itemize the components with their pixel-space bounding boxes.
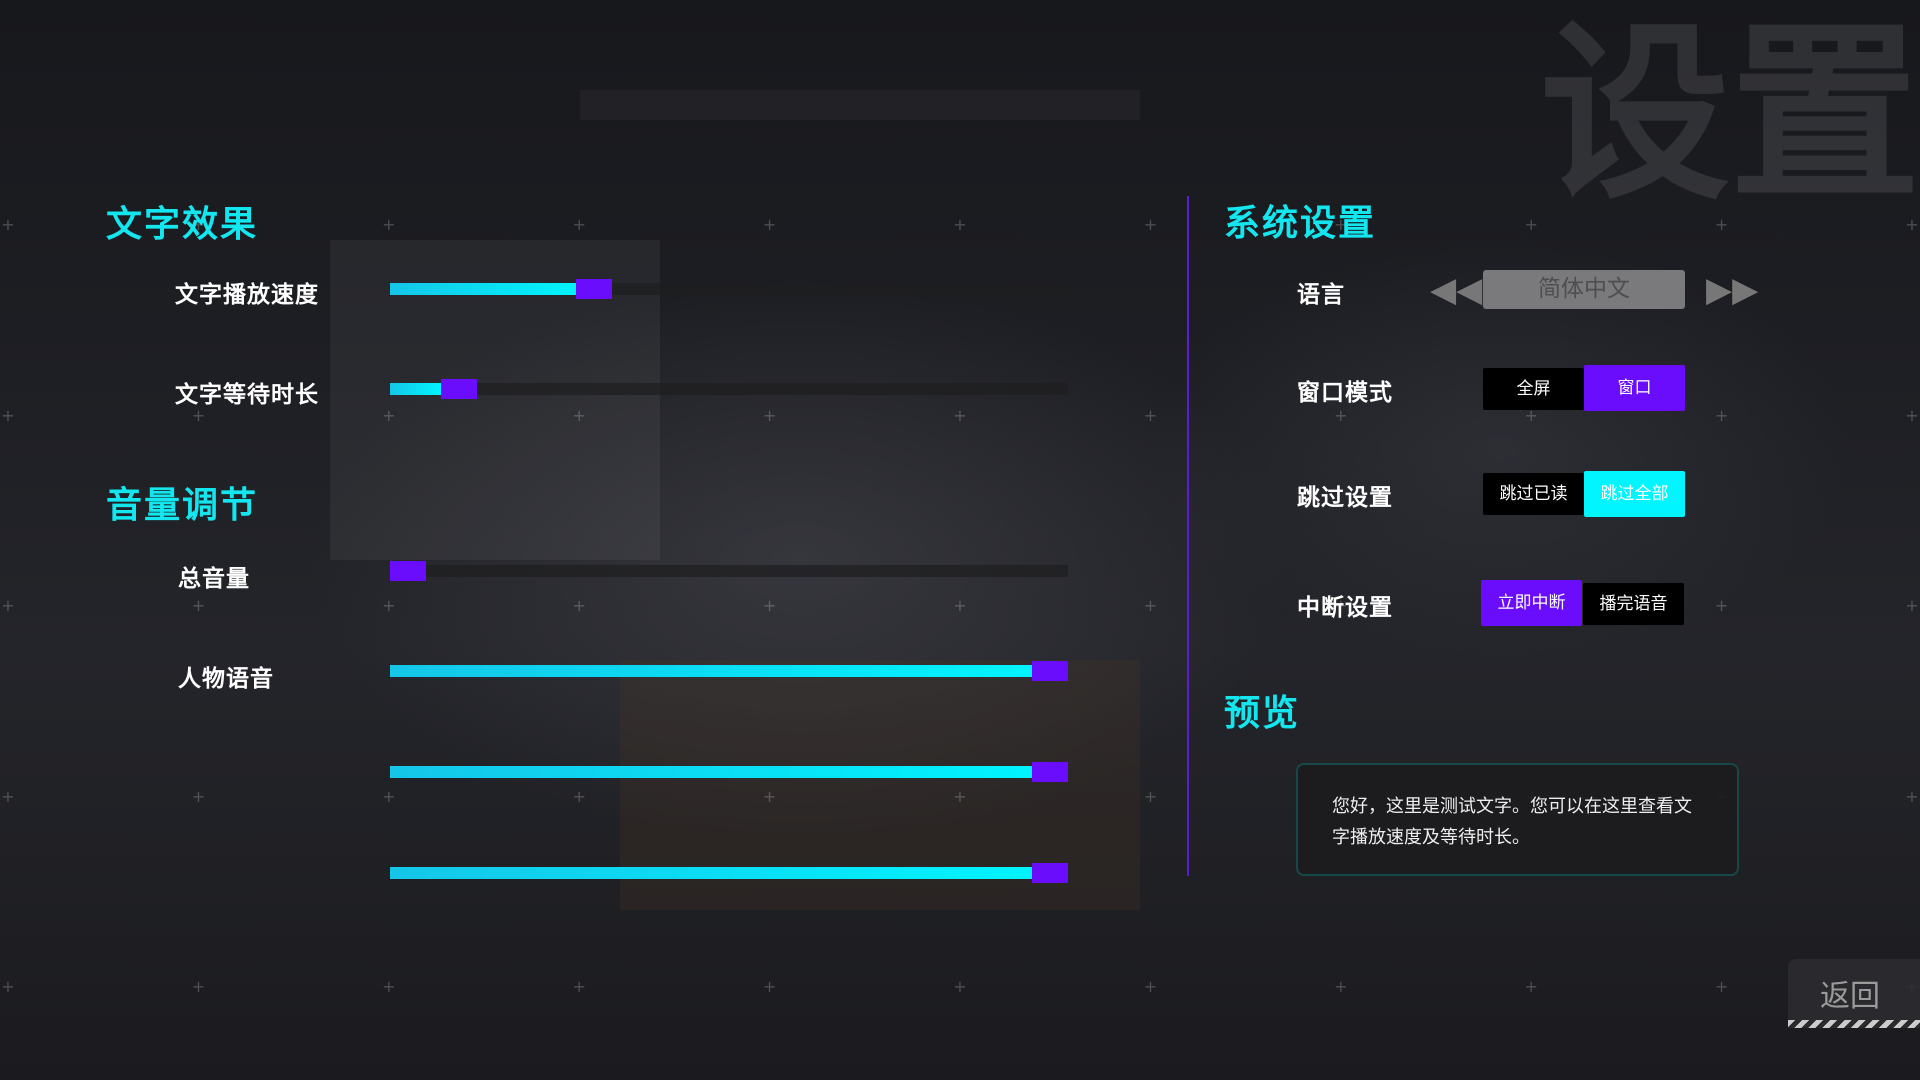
slider-fill [390,665,1032,677]
plus-marker: + [191,215,206,234]
plus-marker: + [191,596,206,615]
text-wait-slider[interactable] [390,379,1068,399]
slider-thumb[interactable] [390,561,426,581]
preview-heading: 预览 [1224,693,1301,734]
plus-marker: + [762,787,777,806]
plus-marker: + [1334,215,1348,234]
plus-marker: + [1905,406,1919,425]
interrupt-now-button[interactable]: 立即中断 [1481,580,1582,626]
plus-marker: + [1,215,15,234]
plus-marker: + [1905,596,1919,615]
plus-marker: + [1524,406,1538,425]
plus-marker: + [953,406,967,425]
plus-marker: + [762,406,777,425]
plus-marker: + [1,596,15,615]
text-speed-slider[interactable] [390,279,1068,299]
plus-marker: + [1,406,15,425]
plus-marker: + [1143,977,1158,996]
double-chevron-left-icon[interactable]: ◀◀ [1430,270,1483,310]
slider-thumb[interactable] [576,279,613,299]
plus-marker: + [191,977,206,996]
plus-marker: + [1143,215,1158,234]
slider-thumb[interactable] [1032,863,1068,883]
plus-marker: + [1334,406,1348,425]
skip-label: 跳过设置 [1297,485,1393,511]
voice-volume-label: 人物语音 [178,666,274,692]
volume-slider-3[interactable] [390,762,1068,782]
slider-fill [390,383,442,395]
slider-fill [390,283,577,295]
skip-read-button[interactable]: 跳过已读 [1483,473,1584,515]
back-button[interactable]: 返回 [1788,959,1920,1028]
plus-marker: + [1,787,15,806]
double-chevron-right-icon[interactable]: ▶▶ [1706,270,1759,310]
windowed-button[interactable]: 窗口 [1584,365,1685,411]
slider-fill [390,867,1032,879]
plus-marker: + [1524,215,1538,234]
master-volume-label: 总音量 [178,566,250,592]
interrupt-label: 中断设置 [1297,595,1393,621]
plus-marker: + [953,596,967,615]
plus-marker: + [953,787,967,806]
plus-marker: + [953,215,967,234]
plus-marker: + [1905,787,1919,806]
text-effects-heading: 文字效果 [106,204,259,245]
plus-marker: + [572,977,586,996]
language-label: 语言 [1297,282,1345,308]
preview-box: 您好，这里是测试文字。您可以在这里查看文字播放速度及等待时长。 [1296,763,1739,876]
slider-thumb[interactable] [1032,762,1068,782]
plus-marker: + [1714,215,1729,234]
preview-text: 您好，这里是测试文字。您可以在这里查看文字播放速度及等待时长。 [1332,796,1692,848]
plus-marker: + [382,596,396,615]
volume-slider-4[interactable] [390,863,1068,883]
plus-marker: + [572,406,586,425]
plus-marker: + [1,977,15,996]
plus-marker: + [191,787,206,806]
plus-marker: + [1714,977,1729,996]
plus-marker: + [1334,977,1348,996]
plus-marker: + [1714,596,1729,615]
slider-thumb[interactable] [1032,661,1068,681]
plus-marker: + [1905,215,1919,234]
slider-fill [390,766,1032,778]
plus-marker: + [762,977,777,996]
settings-watermark: 设置 [1539,4,1920,225]
plus-marker: + [762,596,777,615]
finish-voice-button[interactable]: 播完语音 [1583,583,1684,625]
plus-marker: + [953,977,967,996]
skip-all-button[interactable]: 跳过全部 [1584,471,1685,517]
plus-marker: + [382,787,396,806]
plus-marker: + [762,215,777,234]
plus-marker: + [1143,406,1158,425]
hazard-stripe [1788,1020,1920,1028]
wait-label: 文字等待时长 [175,382,319,408]
plus-marker: + [382,977,396,996]
plus-marker: + [382,406,396,425]
plus-marker: + [1714,406,1729,425]
plus-marker: + [1143,596,1158,615]
slider-thumb[interactable] [441,379,478,399]
plus-marker: + [572,215,586,234]
master-volume-slider[interactable] [390,561,1068,581]
plus-marker: + [1334,596,1348,615]
window-mode-label: 窗口模式 [1297,380,1393,406]
language-value: 简体中文 [1483,270,1685,309]
plus-marker: + [572,787,586,806]
voice-volume-slider[interactable] [390,661,1068,681]
fullscreen-button[interactable]: 全屏 [1483,368,1584,410]
plus-marker: + [191,406,206,425]
plus-marker: + [1143,787,1158,806]
back-label: 返回 [1820,979,1880,1014]
speed-label: 文字播放速度 [175,282,319,308]
plus-marker: + [572,596,586,615]
section-divider [1187,196,1189,876]
plus-marker: + [1524,977,1538,996]
ceiling-light [580,90,1140,120]
system-settings-heading: 系统设置 [1224,203,1377,244]
volume-heading: 音量调节 [106,485,259,526]
plus-marker: + [382,215,396,234]
